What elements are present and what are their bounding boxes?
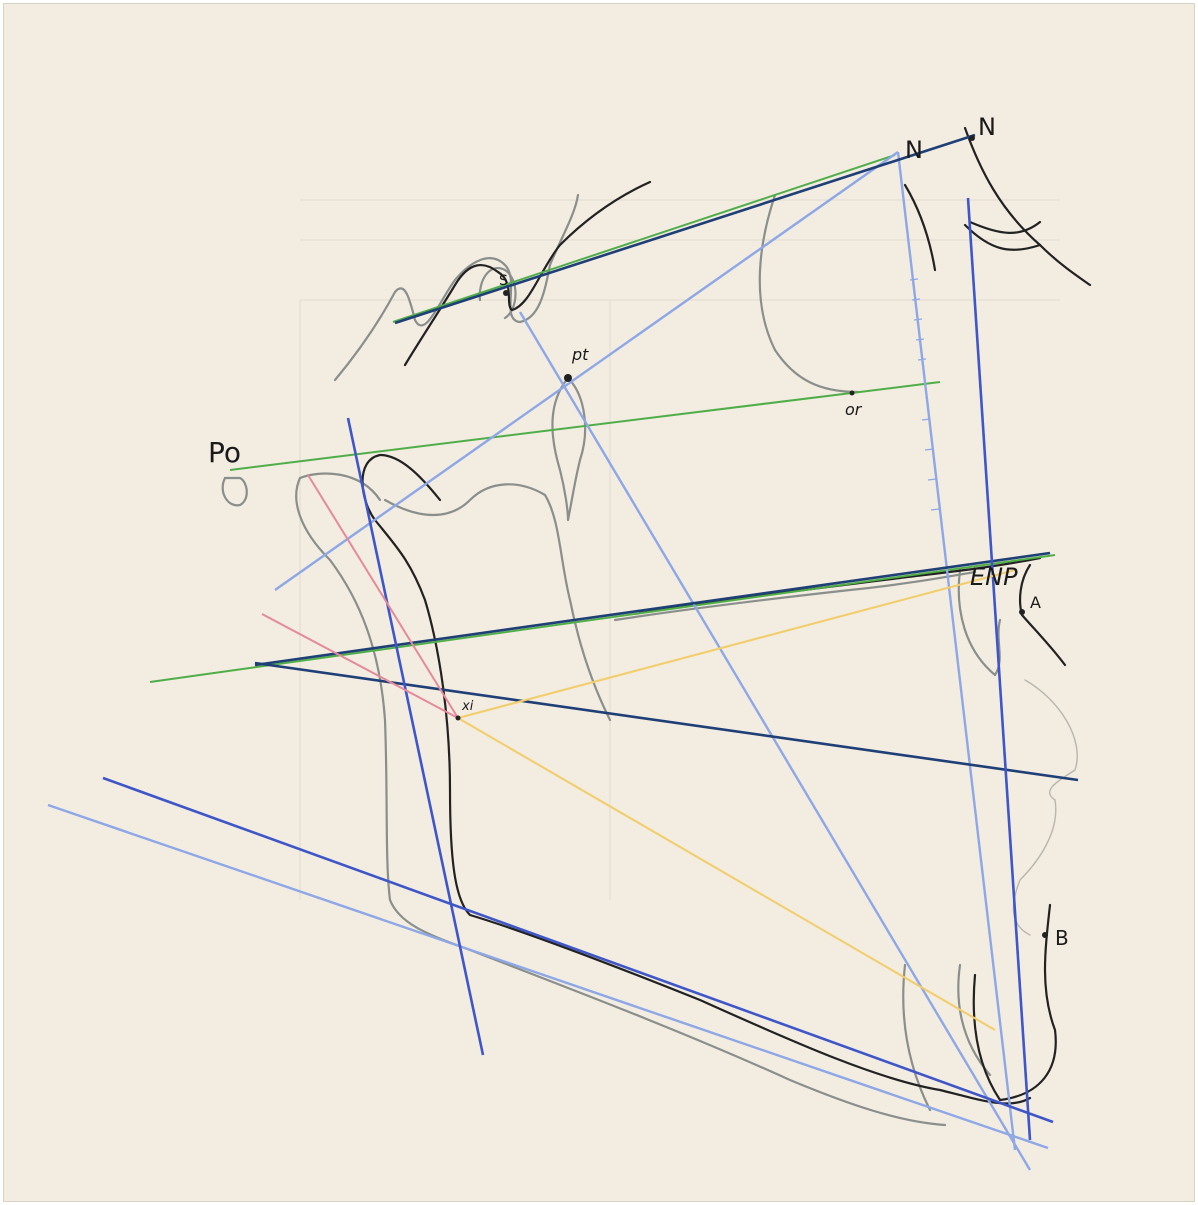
pterygomaxillary-fissure [551, 376, 587, 522]
background-table-ghost [299, 199, 1060, 900]
chin-ink [972, 903, 1057, 1102]
landmark-dots [455, 135, 1048, 938]
sn-line-green [392, 154, 896, 323]
label-enp: ENP [970, 563, 1018, 591]
porion-outline [221, 476, 248, 507]
accent-lines [261, 474, 1016, 1031]
label-a: A [1030, 593, 1041, 612]
frontal-nasal-profile [963, 126, 1092, 287]
paper-background [3, 3, 1195, 1202]
ramus-plane [346, 417, 485, 1056]
a-point-dot [1019, 609, 1025, 615]
graphite-anatomy [295, 193, 1078, 1127]
sn-line [394, 133, 976, 325]
green-lines [149, 154, 1056, 683]
pink-line-gonial [261, 613, 459, 719]
frankfort-plane [229, 381, 941, 471]
palatal-plane [254, 551, 1051, 667]
yellow-line-xi-enp [457, 569, 1016, 719]
basion-nasion-line [274, 151, 899, 591]
occlusal-plane [254, 661, 1079, 782]
label-n: N [905, 136, 923, 164]
landmark-labels: S N N pt or Po xi ENP A B [208, 113, 1069, 950]
n-perpendicular [966, 197, 1032, 1141]
sella-turcica [478, 267, 517, 320]
or-point-dot [849, 390, 855, 396]
label-po: Po [208, 436, 241, 469]
nasal-contour [957, 568, 1002, 677]
label-s: S [499, 273, 508, 289]
xi-point-dot [455, 715, 461, 721]
ink-anatomy [361, 126, 1092, 1105]
mandibular-tangent [47, 803, 1049, 1150]
label-or: or [845, 400, 863, 419]
label-b: B [1055, 926, 1069, 950]
cranial-base-contour [333, 193, 580, 382]
soft-tissue-lip [1012, 679, 1078, 936]
symphysis-outline [902, 963, 992, 1112]
yellow-line-xi-pm [457, 717, 996, 1031]
ruler-ticks [909, 278, 940, 511]
orbit-contour [758, 193, 860, 394]
label-n-soft: N [978, 113, 996, 141]
facial-plane [896, 151, 1017, 1151]
palatal-plane-green [149, 554, 1056, 683]
b-point-dot [1042, 932, 1048, 938]
light-blue-lines [47, 151, 1049, 1171]
mandible-outer-contour [295, 476, 947, 1127]
nasal-bone [963, 220, 1042, 251]
mandible-inner-contour [298, 472, 382, 502]
n-point-dot [969, 135, 975, 141]
pink-line-ramus [307, 474, 459, 719]
blue-lines [102, 197, 1054, 1141]
glabella-contour [903, 183, 937, 272]
s-point-dot [503, 290, 509, 296]
palate-contour [613, 570, 977, 622]
coronoid-contour [383, 483, 612, 722]
cranial-base-ink [403, 180, 652, 367]
label-xi: xi [461, 699, 474, 714]
condyle-ramus [361, 453, 1032, 1105]
pt-point-dot [564, 374, 572, 382]
facial-axis [518, 311, 1032, 1171]
point-a-contour [1019, 563, 1067, 667]
mandibular-plane [102, 776, 1054, 1124]
label-pt: pt [571, 345, 589, 364]
